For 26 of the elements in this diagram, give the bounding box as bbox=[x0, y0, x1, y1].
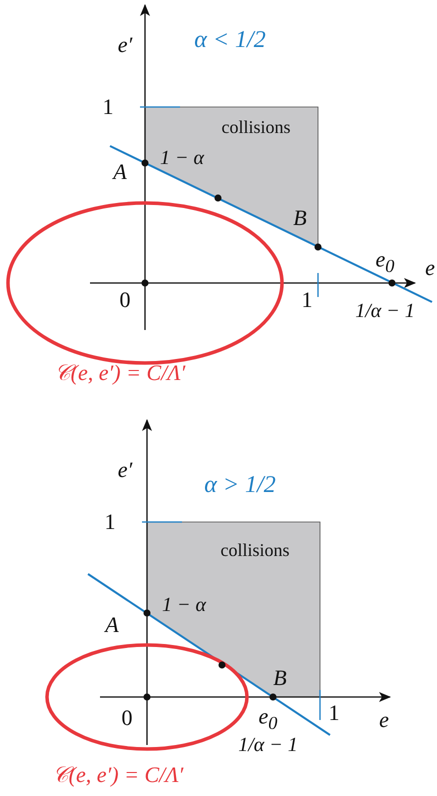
tick-label: 1 bbox=[328, 702, 340, 724]
tick-label: 1/α − 1 bbox=[355, 301, 415, 321]
axis-label: e′ bbox=[118, 34, 132, 56]
tick-label: 0 bbox=[122, 707, 132, 729]
point-label: A bbox=[113, 161, 127, 183]
axis-label: e bbox=[425, 257, 435, 279]
condition-label: α > 1/2 bbox=[204, 473, 276, 497]
point-label: 1 − α bbox=[162, 595, 206, 615]
region-label: collisions bbox=[220, 541, 290, 559]
axis-label: e′ bbox=[118, 459, 132, 481]
point-label: B bbox=[273, 667, 287, 689]
point-label: A bbox=[105, 614, 119, 636]
curve-label: 𝒞(e, e′) = C/Λ′ bbox=[52, 764, 184, 786]
point-label: B bbox=[293, 207, 307, 229]
curve-label: 𝒞(e, e′) = C/Λ′ bbox=[54, 362, 186, 384]
axis-label: e bbox=[379, 709, 389, 731]
point-label: e$_{0}$ bbox=[376, 248, 394, 276]
point-label: 1 − α bbox=[160, 148, 204, 168]
tick-label: 1/α − 1 bbox=[238, 735, 298, 755]
tick-label: 1 bbox=[104, 511, 116, 533]
region-label: collisions bbox=[222, 118, 290, 136]
tick-label: 1 bbox=[102, 96, 114, 118]
tick-label: 0 bbox=[120, 289, 130, 311]
point-label: e$_{0}$ bbox=[258, 706, 278, 732]
tick-label: 1 bbox=[302, 289, 312, 311]
condition-label: α < 1/2 bbox=[194, 28, 266, 52]
